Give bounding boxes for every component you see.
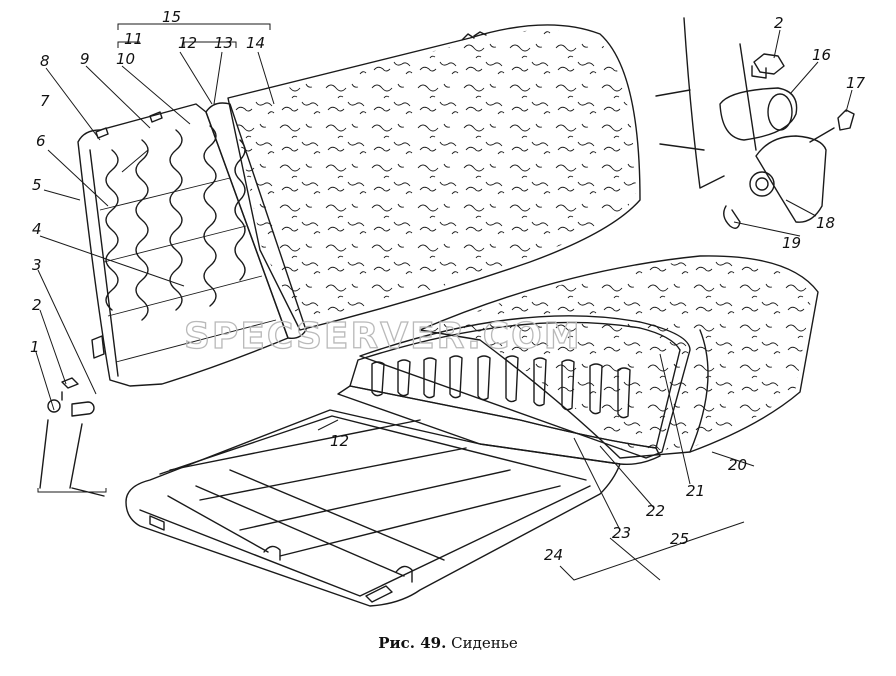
callout-25: 25: [670, 530, 689, 548]
callout-17: 17: [846, 74, 866, 92]
figure-caption: Рис. 49. Сиденье: [0, 634, 896, 652]
callout-19: 19: [782, 234, 801, 252]
callout-2-left: 2: [32, 296, 42, 314]
figure-number: Рис. 49.: [378, 634, 447, 652]
callout-18: 18: [816, 214, 835, 232]
callout-20: 20: [728, 456, 747, 474]
callout-labels: 15 11 12 13 14 8 9 10 7 6 5 4 3 2 1 2 16…: [30, 8, 866, 564]
callout-1: 1: [30, 338, 40, 356]
callout-15: 15: [162, 8, 181, 26]
callout-23: 23: [612, 524, 631, 542]
callout-16: 16: [812, 46, 831, 64]
seat-cushion: [419, 255, 819, 459]
callout-2-right: 2: [774, 14, 784, 32]
watermark: SPECSERVER.COM: [184, 316, 582, 357]
callout-4: 4: [32, 220, 42, 238]
backrest-frame: [77, 103, 289, 387]
callout-7: 7: [40, 92, 50, 110]
callout-24: 24: [544, 546, 563, 564]
callout-14: 14: [246, 34, 265, 52]
left-fasteners: [39, 377, 105, 497]
callout-5: 5: [32, 176, 42, 194]
leader-lines: [35, 23, 853, 581]
callout-21: 21: [686, 482, 705, 500]
right-hinge-parts: [655, 17, 855, 229]
callout-8: 8: [40, 52, 50, 70]
backrest-cushion: [227, 24, 641, 331]
callout-13: 13: [214, 34, 233, 52]
figure-title: Сиденье: [451, 634, 518, 652]
callout-6: 6: [36, 132, 46, 150]
callout-9: 9: [80, 50, 90, 68]
callout-12-seat: 12: [330, 432, 349, 450]
backrest-springs: [95, 111, 277, 363]
callout-10: 10: [116, 50, 135, 68]
callout-22: 22: [646, 502, 665, 520]
seat-foam-section: [337, 315, 691, 466]
backrest-side-pad: [205, 102, 307, 340]
callout-12-back: 12: [178, 34, 197, 52]
callout-3: 3: [32, 256, 42, 274]
seat-frame: [125, 409, 621, 607]
callout-11: 11: [124, 30, 143, 48]
